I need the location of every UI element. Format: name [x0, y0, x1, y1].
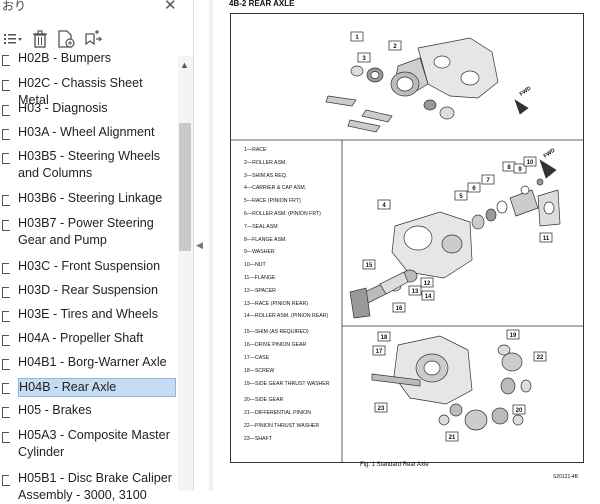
legend-entry: 19—SIDE GEAR THRUST WASHER — [244, 380, 330, 387]
bookmark-label: H03B7 - Power Steering Gear and Pump — [18, 216, 154, 247]
page-header: 4B-2 REAR AXLE — [229, 0, 295, 8]
scrollbar-thumb[interactable] — [179, 123, 191, 251]
delete-icon[interactable] — [31, 27, 49, 51]
panel-title: おり — [2, 0, 27, 13]
bookmark-label: H03 - Diagnosis — [18, 101, 108, 115]
bookmark-label: H04A - Propeller Shaft — [18, 331, 144, 345]
legend-entry: 23—SHAFT — [244, 435, 272, 442]
legend-entry: 8—FLANGE ASM. — [244, 236, 287, 243]
legend-entry: 12—SPACER — [244, 287, 276, 294]
bookmark-label: H03E - Tires and Wheels — [18, 307, 158, 321]
bookmark-icon — [2, 55, 10, 66]
close-icon[interactable]: ✕ — [164, 0, 177, 14]
options-menu-icon[interactable] — [2, 27, 24, 51]
legend-entry: 21—DIFFERENTIAL PINION — [244, 410, 311, 417]
figure-code: S20121-4B — [553, 474, 579, 480]
bookmark-label: H03D - Rear Suspension — [18, 283, 159, 297]
bookmark-icon — [2, 359, 10, 370]
legend-entry: 11—FLANGE — [244, 275, 276, 281]
bookmark-label: H03B5 - Steering Wheels and Columns — [18, 149, 161, 180]
scrollbar-track[interactable] — [178, 56, 193, 491]
legend-entry: 22—PINION THRUST WASHER — [244, 423, 320, 429]
legend-entry: 9—WASHER — [244, 249, 275, 256]
bookmark-icon — [2, 263, 10, 274]
bookmark-label: H05A3 - Composite Master Cylinder — [18, 428, 170, 459]
bookmark-label: H02C - Chassis Sheet Metal — [18, 76, 143, 107]
legend-entry: 14—ROLLER ASM. (PINION REAR) — [244, 313, 329, 320]
bookmark-icon — [2, 311, 10, 322]
legend-entry: 6—ROLLER ASM. (PINION FRT) — [244, 211, 321, 217]
legend-entry: 15—SHIM (AS REQUIRED) — [244, 329, 309, 336]
bookmark-icon — [2, 153, 10, 164]
bookmark-icon — [2, 475, 10, 486]
legend-entry: 16—DRIVE PINION GEAR — [244, 342, 307, 349]
legend-entry: 10—NUT — [244, 262, 266, 269]
bookmark-label: H05 - Brakes — [18, 403, 92, 417]
legend-entry: 1—RACE — [244, 147, 267, 153]
legend-entry: 3—SHIM AS REQ. — [244, 172, 288, 179]
legend-entry: 18—SCREW — [244, 367, 275, 374]
bookmark-icon — [2, 195, 10, 206]
figure-caption: Fig. 1 Standard Rear Axle — [360, 462, 429, 468]
bookmark-label: H03C - Front Suspension — [18, 259, 161, 273]
bookmark-icon — [2, 129, 10, 140]
bookmark-icon — [2, 287, 10, 298]
legend-entry: 17—CASE — [244, 355, 270, 361]
bookmark-icon — [2, 80, 10, 91]
bookmark-label: H03A - Wheel Alignment — [18, 125, 155, 139]
legend-entry: 20—SIDE GEAR — [244, 397, 284, 404]
bookmark-icon — [2, 383, 10, 394]
legend-entry: 2—ROLLER ASM. — [244, 159, 287, 166]
chevron-up-icon[interactable]: ▲ — [180, 60, 189, 70]
bookmark-label: H04B1 - Borg-Warner Axle — [18, 355, 167, 369]
new-bookmark-icon[interactable] — [56, 27, 76, 51]
bookmark-label: H03B6 - Steering Linkage — [18, 191, 163, 205]
bookmark-label: H02B - Bumpers — [18, 51, 112, 65]
panel-splitter[interactable] — [193, 0, 209, 491]
collapse-panel-icon[interactable]: ◀ — [196, 240, 203, 250]
legend-entry: 4—CARRIER & CAP ASM. — [244, 185, 307, 192]
bookmark-icon — [2, 407, 10, 418]
figure-frame — [230, 13, 584, 463]
bookmark-label: H04B - Rear Axle — [18, 378, 176, 397]
legend-entry: 7—SEAL ASM. — [244, 223, 279, 230]
bookmark-icon — [2, 432, 10, 443]
bookmark-icon — [2, 220, 10, 231]
bookmark-icon — [2, 335, 10, 346]
legend-entry: 13—RACE (PINION REAR) — [244, 300, 308, 307]
bookmarks-toolbar — [0, 27, 193, 51]
bookmark-icon — [2, 105, 10, 116]
tag-bookmark-icon[interactable] — [82, 27, 104, 51]
legend-entry: 5—RACE (PINION FRT) — [244, 198, 301, 205]
bookmark-label: H05B1 - Disc Brake Caliper Assembly - 30… — [18, 471, 172, 502]
